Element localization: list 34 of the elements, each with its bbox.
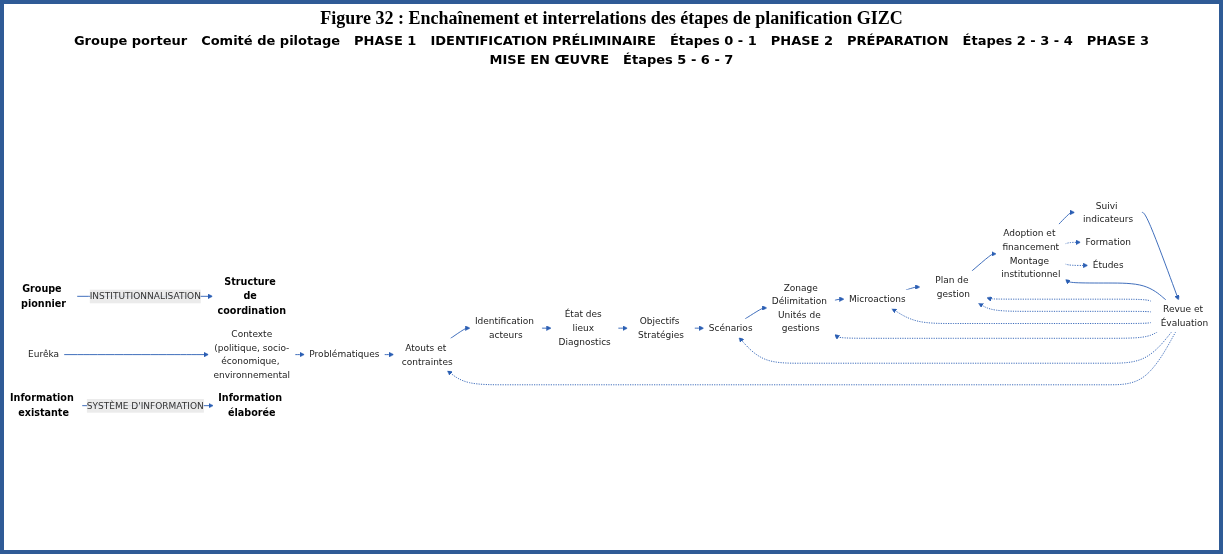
edge-label: SYSTÈME D'INFORMATION <box>86 400 204 411</box>
node-text: Formation <box>1085 236 1131 248</box>
node-text: Information élaborée <box>218 392 282 419</box>
edge-label: INSTITUTIONNALISATION <box>89 290 201 302</box>
node-text: Revue et Évaluation <box>1160 303 1209 329</box>
phase-label: Étapes 5 - 6 - 7 <box>623 52 734 67</box>
node-text: Groupe pionnier <box>21 283 67 309</box>
node-text: Structure de coordination <box>217 275 287 317</box>
phase-label: PRÉPARATION <box>847 33 949 48</box>
node-text: Suivi indicateurs <box>1083 200 1134 225</box>
phase-label: Étapes 0 - 1 <box>669 33 757 48</box>
node-text: Scénarios <box>708 322 753 334</box>
phase-label: Étapes 2 - 3 - 4 <box>962 33 1073 48</box>
node-text: Plan de gestion <box>935 274 971 300</box>
phase-label: IDENTIFICATION PRÉLIMINAIRE <box>430 33 656 48</box>
node-text: Microactions <box>848 293 906 305</box>
node-text: Objectifs Stratégies <box>637 315 684 341</box>
node-text: État des lieux Diagnostics <box>558 309 611 347</box>
node-text: Contexte (politique, socio-économique, environnemental <box>213 328 291 381</box>
phase-label: Groupe porteur <box>73 33 188 48</box>
phase-label: PHASE 1 <box>354 33 417 48</box>
node-text: Problématiques <box>309 349 380 360</box>
node-text: Information existante <box>10 392 74 419</box>
node-text: Adoption et financement Montage institutionnel <box>1001 228 1061 280</box>
phase-label: Comité de pilotage <box>201 33 341 48</box>
node-text: Atouts et contraintes <box>401 342 453 367</box>
phase-label: MISE EN ŒUVRE <box>489 52 610 67</box>
node-text: Études <box>1092 259 1124 271</box>
phase-label: PHASE 3 <box>1086 33 1150 48</box>
phase-label: PHASE 2 <box>770 33 833 48</box>
node-text: Zonage Délimitation Unités de gestions <box>771 282 827 334</box>
node-text: Identification acteurs <box>474 315 535 341</box>
node-text: Eurêka <box>28 349 60 360</box>
diagram-title: Figure 32 : Enchaînement et interrelations des étapes de planification GIZC <box>319 8 904 29</box>
